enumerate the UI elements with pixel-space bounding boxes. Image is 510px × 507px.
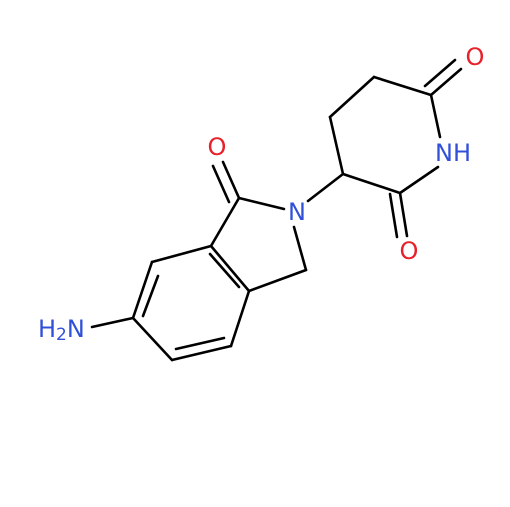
bond-c5-nh2 [90, 316, 135, 329]
bond-c7-c7a [229, 289, 251, 348]
bond-c4prime-c5prime [328, 75, 376, 119]
nitrogen-lactam-label: N [288, 198, 306, 226]
bond-c7a-c3a [209, 244, 251, 293]
nitrogen-imide-label: NH [435, 139, 471, 167]
bond-nh-c2prime [398, 165, 440, 195]
bond-c6prime-nh [429, 93, 442, 139]
bond-c2prime-o-a [398, 191, 409, 238]
bond-c5-c6 [131, 316, 174, 362]
bond-c5prime-c6prime [372, 75, 433, 97]
bond-c1-n [237, 196, 286, 211]
bond-c6prime-o-b [423, 58, 457, 88]
oxygen-imide-bottom-label: O [400, 237, 419, 265]
bond-c3prime-c4prime [328, 115, 345, 176]
bond-c3-c7a [247, 268, 308, 293]
bond-c4-c5 [131, 260, 154, 320]
oxygen-ketone-label: O [208, 133, 227, 161]
bond-c2prime-o-b [388, 192, 399, 239]
bond-c6-c7 [170, 344, 233, 362]
amine-nitrogen: N [67, 315, 85, 343]
bond-c3a-c1 [209, 196, 241, 248]
bond-c4-c5-inner [141, 274, 160, 318]
bond-n-c3 [292, 225, 308, 272]
bond-c2prime-c3prime [341, 172, 402, 195]
bond-c7a-c3a-inner [208, 252, 241, 289]
amine-subscript: 2 [56, 325, 67, 345]
amine-group-label: H2N [38, 315, 85, 345]
bond-c1-o-a [221, 160, 241, 200]
bond-c1-o-b [211, 164, 231, 204]
bond-c6-c7-inner [174, 336, 226, 351]
oxygen-imide-top-label: O [466, 43, 485, 71]
bond-c3a-c4 [150, 244, 213, 264]
bond-n-c3prime [306, 172, 345, 203]
amine-hydrogen: H [38, 315, 56, 343]
bond-c6prime-o-a [429, 67, 463, 97]
